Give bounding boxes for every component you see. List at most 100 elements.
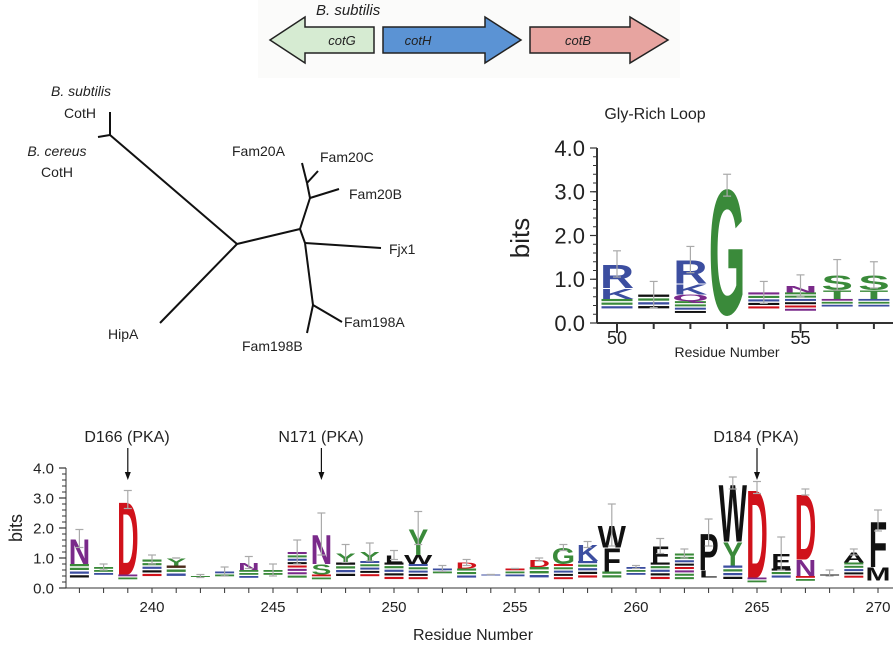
logo-letter-stripe — [785, 302, 816, 305]
logo-letter-N: N — [795, 555, 817, 581]
logo-letter-stripe — [578, 564, 598, 567]
logo-column-268 — [820, 569, 840, 577]
logo-letter-stripe — [858, 298, 890, 301]
tree-branch — [306, 304, 314, 334]
logo-letter-stripe — [785, 308, 816, 311]
logo-letter-G: G — [552, 543, 575, 569]
logo-column-250: L — [384, 549, 404, 580]
logo-letter-stripe — [674, 577, 694, 580]
logo-letter-stripe — [69, 571, 89, 574]
leaf-species-bcereus: B. cereus — [27, 143, 86, 159]
logo-letter-stripe — [457, 572, 477, 575]
logo-letter-N: N — [69, 532, 91, 572]
logo-column-257: G — [552, 543, 575, 580]
y-tick-label: 0.0 — [554, 311, 585, 336]
x-axis-label: Residue Number — [674, 344, 779, 360]
logo-letter-stripe — [821, 301, 853, 304]
logo-letter-stripe — [650, 566, 670, 569]
logo-letter-stripe — [360, 574, 380, 577]
logo-letter-stripe — [118, 577, 138, 580]
y-tick-label: 2.0 — [554, 223, 585, 248]
tree-branch — [236, 228, 301, 245]
logo-letter-stripe — [384, 569, 404, 572]
annotation-d166: D166 (PKA) — [84, 429, 169, 446]
logo-annotations: D166 (PKA) N171 (PKA) D184 (PKA) — [84, 429, 798, 446]
logo-letter-stripe — [166, 565, 186, 568]
logo-column-50: KR — [600, 250, 634, 309]
logo-column-265: D — [746, 466, 768, 605]
logo-letter-stripe — [94, 573, 114, 575]
logo-column-241: Y — [166, 556, 186, 576]
logo-letter-stripe — [674, 567, 694, 570]
logo-letter-stripe — [844, 572, 864, 575]
logo-letter-D: D — [795, 475, 817, 580]
leaf-fam198a: Fam198A — [344, 314, 405, 330]
logo-column-242 — [190, 573, 210, 579]
logo-letter-stripe — [553, 570, 573, 573]
logo-letter-stripe — [674, 304, 706, 307]
gene-label-cotB: cotB — [565, 33, 591, 48]
logo-letter-stripe — [674, 570, 694, 573]
logo-letter-stripe — [747, 580, 767, 583]
logo-letter-stripe — [408, 573, 428, 576]
logo-letter-F: F — [869, 508, 887, 581]
x-tick-label: 50 — [607, 328, 627, 348]
y-tick-label: 0.0 — [33, 580, 54, 597]
logo-column-263: LP — [699, 518, 719, 582]
logo-letter-stripe — [287, 565, 307, 568]
tree-branch — [159, 243, 238, 324]
logo-letter-Y: Y — [723, 535, 743, 573]
logo-marks: NDYNSNYYLWYDDGKFWFLPYWDENDAMF — [69, 448, 890, 605]
logo-letter-stripe — [384, 573, 404, 576]
logo-letter-stripe — [529, 567, 549, 570]
gene-label-cotH: cotH — [405, 33, 432, 48]
logo-column-56: TS — [821, 258, 853, 307]
gene-map-organism: B. subtilis — [316, 2, 381, 19]
logo-column-258: K — [577, 540, 599, 578]
logo-letter-stripe — [69, 564, 89, 567]
leaf-fam20b: Fam20B — [349, 186, 402, 202]
logo-letter-stripe — [674, 310, 706, 313]
logo-column-249: Y — [360, 542, 380, 577]
phylogenetic-tree — [97, 112, 382, 334]
logo-letter-K: K — [673, 281, 707, 298]
logo-gly-rich-loop: Gly-Rich Loop bits Residue Number 0.01.0… — [505, 106, 893, 360]
logo-letter-stripe — [650, 569, 670, 572]
logo-letter-F: F — [651, 542, 669, 568]
arrow-head-icon — [754, 472, 760, 480]
annotation-d184: D184 (PKA) — [713, 429, 798, 446]
x-tick-label: 270 — [865, 599, 890, 616]
logo-letter-stripe — [142, 573, 162, 577]
logo-column-237: N — [69, 528, 91, 578]
logo-column-244: N — [238, 555, 260, 578]
logo-letter-stripe — [360, 567, 380, 570]
logo-letter-stripe — [166, 573, 186, 576]
logo-letter-stripe — [858, 304, 890, 307]
logo-letter-stripe — [408, 577, 428, 580]
leaf-species-bsubtilis: B. subtilis — [51, 83, 111, 99]
logo-column-251: WY — [404, 510, 433, 580]
logo-column-245 — [263, 563, 283, 577]
leaf-bsubtilis-coth: CotH — [64, 105, 96, 121]
x-tick-label: 240 — [139, 599, 164, 616]
arrow-head-icon — [124, 472, 131, 480]
logo-letter-stripe — [553, 573, 573, 576]
logo-column-246 — [287, 539, 307, 578]
logo-letter-stripe — [239, 570, 259, 572]
logo-letter-stripe — [674, 307, 706, 310]
x-tick-label: 265 — [744, 599, 769, 616]
logo-letter-stripe — [553, 577, 573, 580]
logo-letter-stripe — [529, 571, 549, 574]
logo-letter-D: D — [746, 466, 768, 605]
logo-letter-T: T — [859, 288, 888, 301]
logo-letter-stripe — [287, 572, 307, 575]
logo-letter-stripe — [626, 570, 646, 572]
tree-branch — [299, 228, 306, 244]
logo-letter-stripe — [771, 575, 791, 578]
logo-column-248: Y — [336, 543, 356, 576]
logo-letter-stripe — [844, 565, 864, 568]
logo-letter-stripe — [287, 575, 307, 578]
logo-column-261: F — [650, 537, 670, 580]
logo-letter-stripe — [601, 298, 633, 302]
